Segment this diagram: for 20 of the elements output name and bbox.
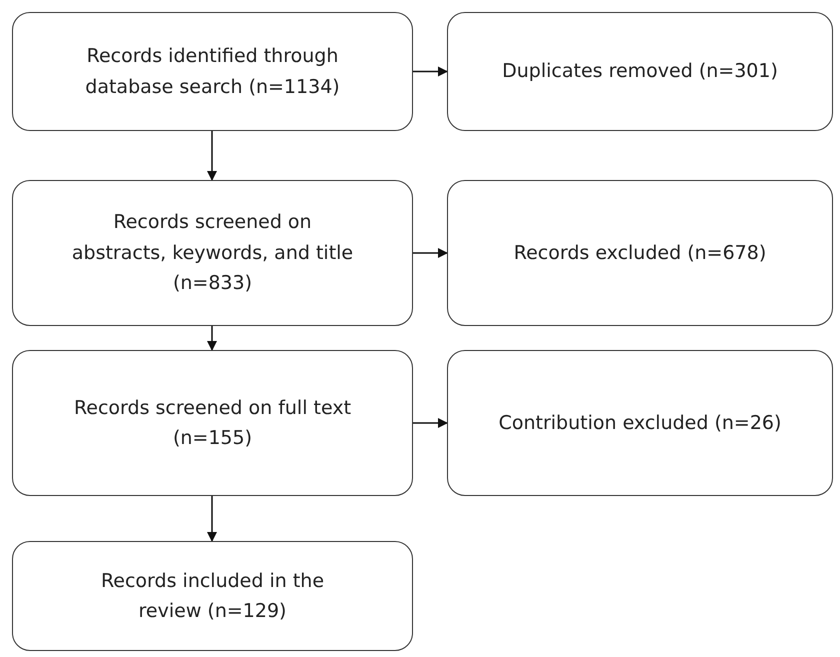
- process-box: [447, 12, 833, 131]
- process-box: [12, 350, 413, 496]
- box-label: Records included in the review (n=129): [100, 568, 326, 624]
- arrow: [413, 66, 448, 76]
- process-box: [447, 180, 833, 326]
- arrow: [207, 326, 217, 351]
- box-label: Records excluded (n=678): [514, 240, 766, 266]
- box-label: Contribution excluded (n=26): [498, 410, 782, 436]
- arrow: [413, 418, 448, 428]
- box-label: Records screened on abstracts, keywords, and title (n=833): [70, 210, 354, 296]
- process-box: [12, 12, 413, 131]
- arrow: [207, 131, 217, 181]
- process-box: [12, 180, 413, 326]
- box-label: Duplicates removed (n=301): [502, 59, 778, 84]
- box-label: Records screened on full text (n=155): [72, 396, 352, 451]
- arrow: [413, 248, 448, 258]
- process-box: [447, 350, 833, 496]
- process-box: [12, 541, 413, 651]
- arrow: [207, 496, 217, 542]
- box-label: Records identified through database search (n=1134): [84, 44, 341, 100]
